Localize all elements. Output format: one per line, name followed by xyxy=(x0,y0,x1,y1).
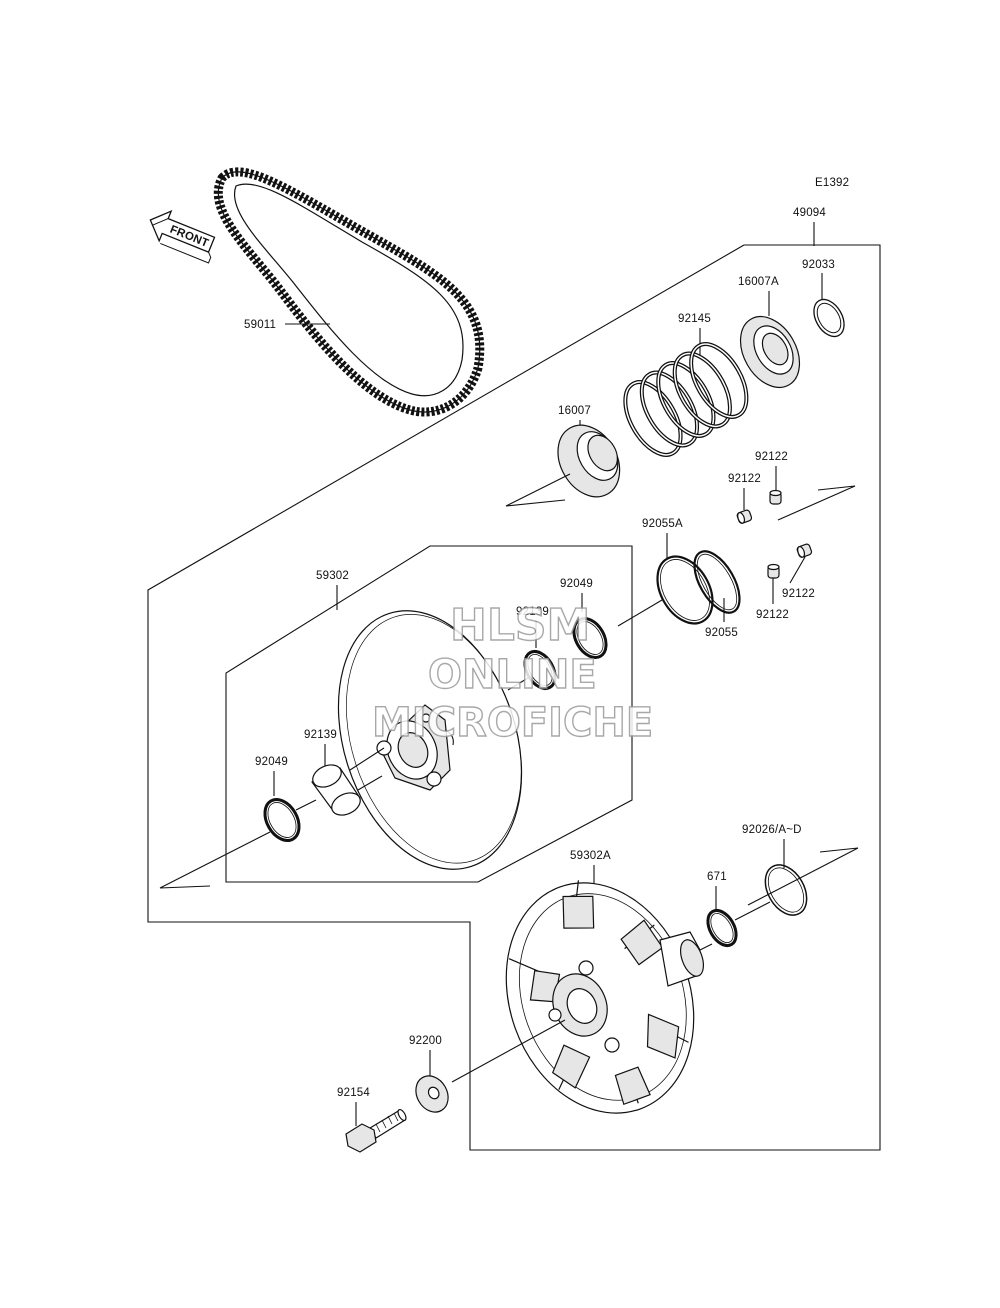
collar-92139-b[interactable] xyxy=(519,646,562,694)
label-92122-b: 92122 xyxy=(728,473,761,485)
label-92122-c: 92122 xyxy=(782,588,815,600)
drive-belt[interactable] xyxy=(213,167,485,417)
bushing-92049-b[interactable] xyxy=(258,793,306,846)
label-92122-a: 92122 xyxy=(755,451,788,463)
sub-outline-59302 xyxy=(225,545,633,883)
shim-92026[interactable] xyxy=(757,858,815,923)
slider-shoe-92122-d[interactable] xyxy=(767,563,780,579)
circlip-92033[interactable] xyxy=(808,294,851,342)
watermark: HLSM ONLINE MICROFICHE xyxy=(371,599,654,746)
slider-shoe-92122-b[interactable] xyxy=(736,509,753,524)
o-ring-92055[interactable] xyxy=(685,544,748,620)
watermark-line1: HLSM xyxy=(450,600,590,651)
label-92055: 92055 xyxy=(705,627,738,639)
label-92049-b: 92049 xyxy=(255,756,288,768)
label-92154: 92154 xyxy=(337,1087,370,1099)
watermark-line2: ONLINE xyxy=(428,652,597,698)
fixed-sheave-59302A[interactable] xyxy=(475,856,725,1139)
slider-shoe-92122-c[interactable] xyxy=(796,543,813,558)
label-92200: 92200 xyxy=(409,1035,442,1047)
collar-92139-a[interactable] xyxy=(309,761,364,820)
label-59302A: 59302A xyxy=(570,850,611,862)
label-92139-a: 92139 xyxy=(304,729,337,741)
axis-line-top xyxy=(505,473,571,507)
label-16007A: 16007A xyxy=(738,276,779,288)
label-49094: 49094 xyxy=(793,207,826,219)
label-92139-b: 92139 xyxy=(516,606,549,618)
washer-92200[interactable] xyxy=(410,1070,455,1118)
assembly-outline-49094 xyxy=(147,244,881,1151)
label-92122-d: 92122 xyxy=(756,609,789,621)
spring-seat-16007A[interactable] xyxy=(728,306,811,398)
o-ring-92055A[interactable] xyxy=(646,547,724,633)
label-59011: 59011 xyxy=(244,319,276,331)
label-92145: 92145 xyxy=(678,313,711,325)
diagram-code: E1392 xyxy=(815,177,849,189)
label-16007: 16007 xyxy=(558,405,591,417)
watermark-line3: MICROFICHE xyxy=(372,700,653,746)
spring-seat-16007[interactable] xyxy=(546,414,633,508)
label-92033: 92033 xyxy=(802,259,835,271)
bushing-92049-a[interactable] xyxy=(567,613,612,663)
label-59302: 59302 xyxy=(316,570,349,582)
label-92055A: 92055A xyxy=(642,518,683,530)
label-671: 671 xyxy=(707,871,727,883)
o-ring-671[interactable] xyxy=(702,906,742,951)
movable-sheave-59302[interactable] xyxy=(307,587,553,893)
label-92026: 92026/A~D xyxy=(742,824,802,836)
bolt-92154[interactable] xyxy=(345,1108,408,1153)
spring-92145[interactable] xyxy=(614,335,758,464)
front-arrow-icon: FRONT xyxy=(149,209,216,264)
slider-shoe-92122-a[interactable] xyxy=(769,489,782,505)
label-92049-a: 92049 xyxy=(560,578,593,590)
